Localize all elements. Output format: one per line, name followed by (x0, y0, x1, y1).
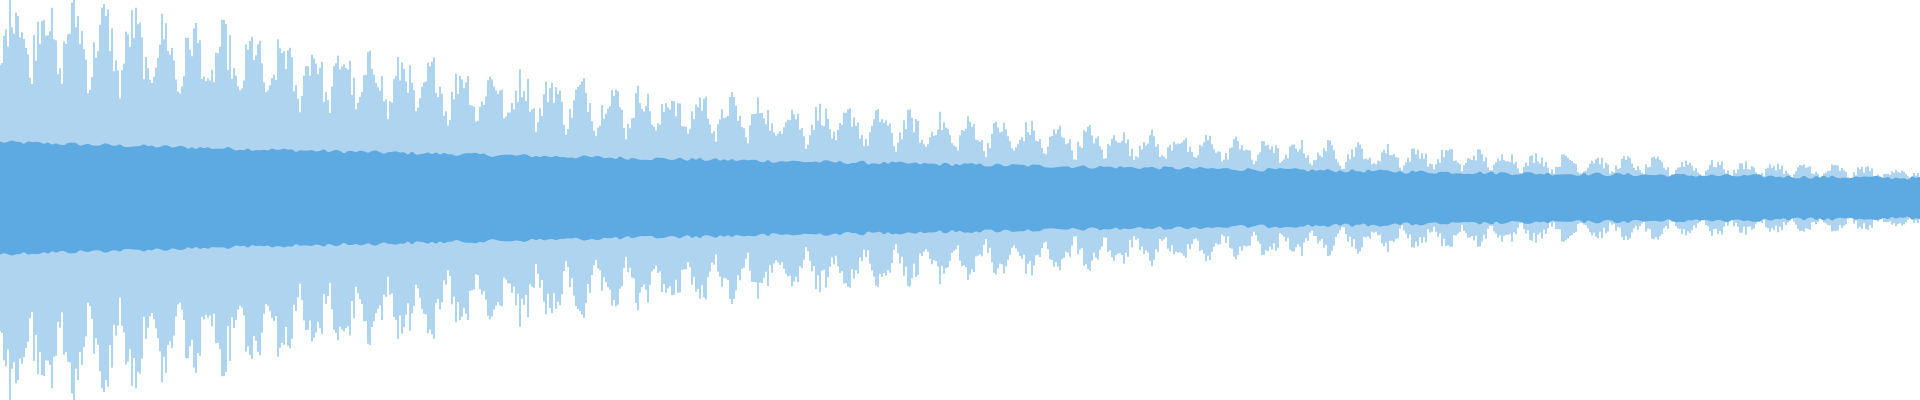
waveform-core-band (0, 140, 1920, 256)
waveform-core (0, 140, 1920, 256)
